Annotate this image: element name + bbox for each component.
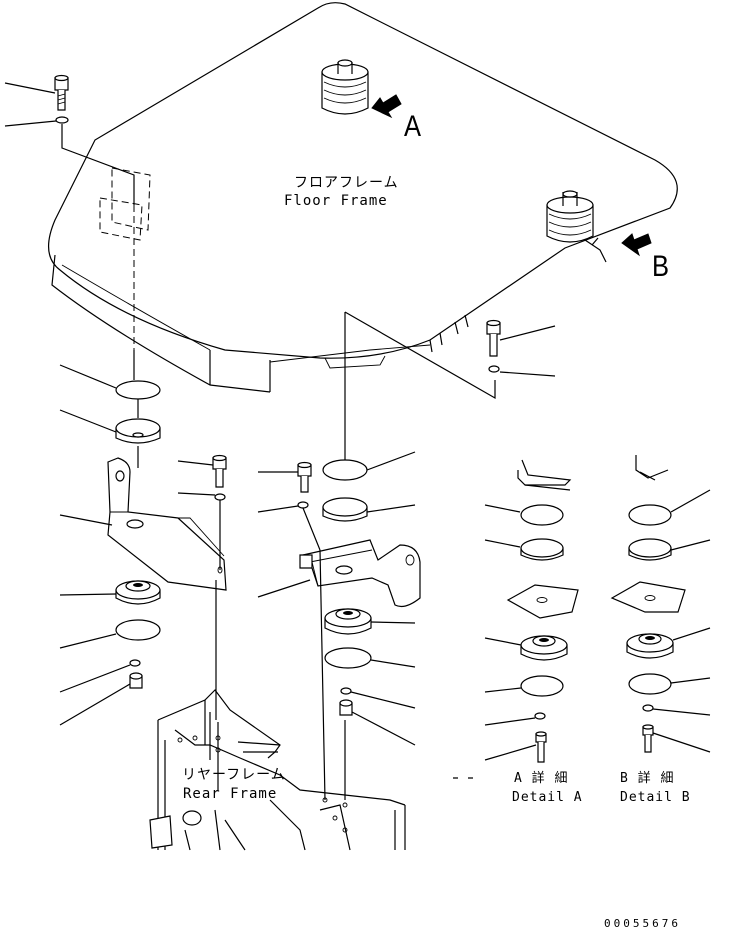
- drawing-number: 00055676: [604, 917, 681, 930]
- bolt-center: [257, 461, 326, 801]
- rubber-mount-b: [546, 190, 594, 243]
- center-mount-stack: [257, 348, 421, 800]
- bolt-upper-left: [4, 74, 69, 111]
- arrow-b-icon: [621, 233, 652, 257]
- bolt-right: [486, 319, 556, 377]
- bolt-mid-left: [177, 454, 227, 790]
- view-a-label: A: [404, 110, 422, 143]
- detail-b: [610, 455, 711, 753]
- arrow-a-icon: [371, 94, 402, 119]
- rear-frame: [149, 689, 473, 851]
- floor-frame-label-en: Floor Frame: [284, 193, 388, 209]
- hidden-bracket-outline: [99, 167, 151, 350]
- left-mount-stack: [59, 350, 227, 726]
- washer-upper-left: [4, 116, 135, 205]
- rear-frame-label-jp: リヤーフレーム: [182, 767, 286, 783]
- detail-a: [484, 459, 579, 763]
- detail-b-label-jp: B 詳 細: [620, 771, 675, 786]
- floor-frame: [48, 2, 678, 393]
- floor-frame-label-jp: フロアフレーム: [294, 175, 399, 191]
- detail-a-label-en: Detail A: [512, 790, 583, 805]
- rear-frame-label-en: Rear Frame: [183, 786, 278, 802]
- detail-a-label-jp: A 詳 細: [514, 771, 569, 786]
- detail-b-label-en: Detail B: [620, 790, 691, 805]
- center-leader: [344, 311, 496, 400]
- view-b-label: B: [652, 250, 670, 283]
- rubber-mount-a: [321, 59, 369, 115]
